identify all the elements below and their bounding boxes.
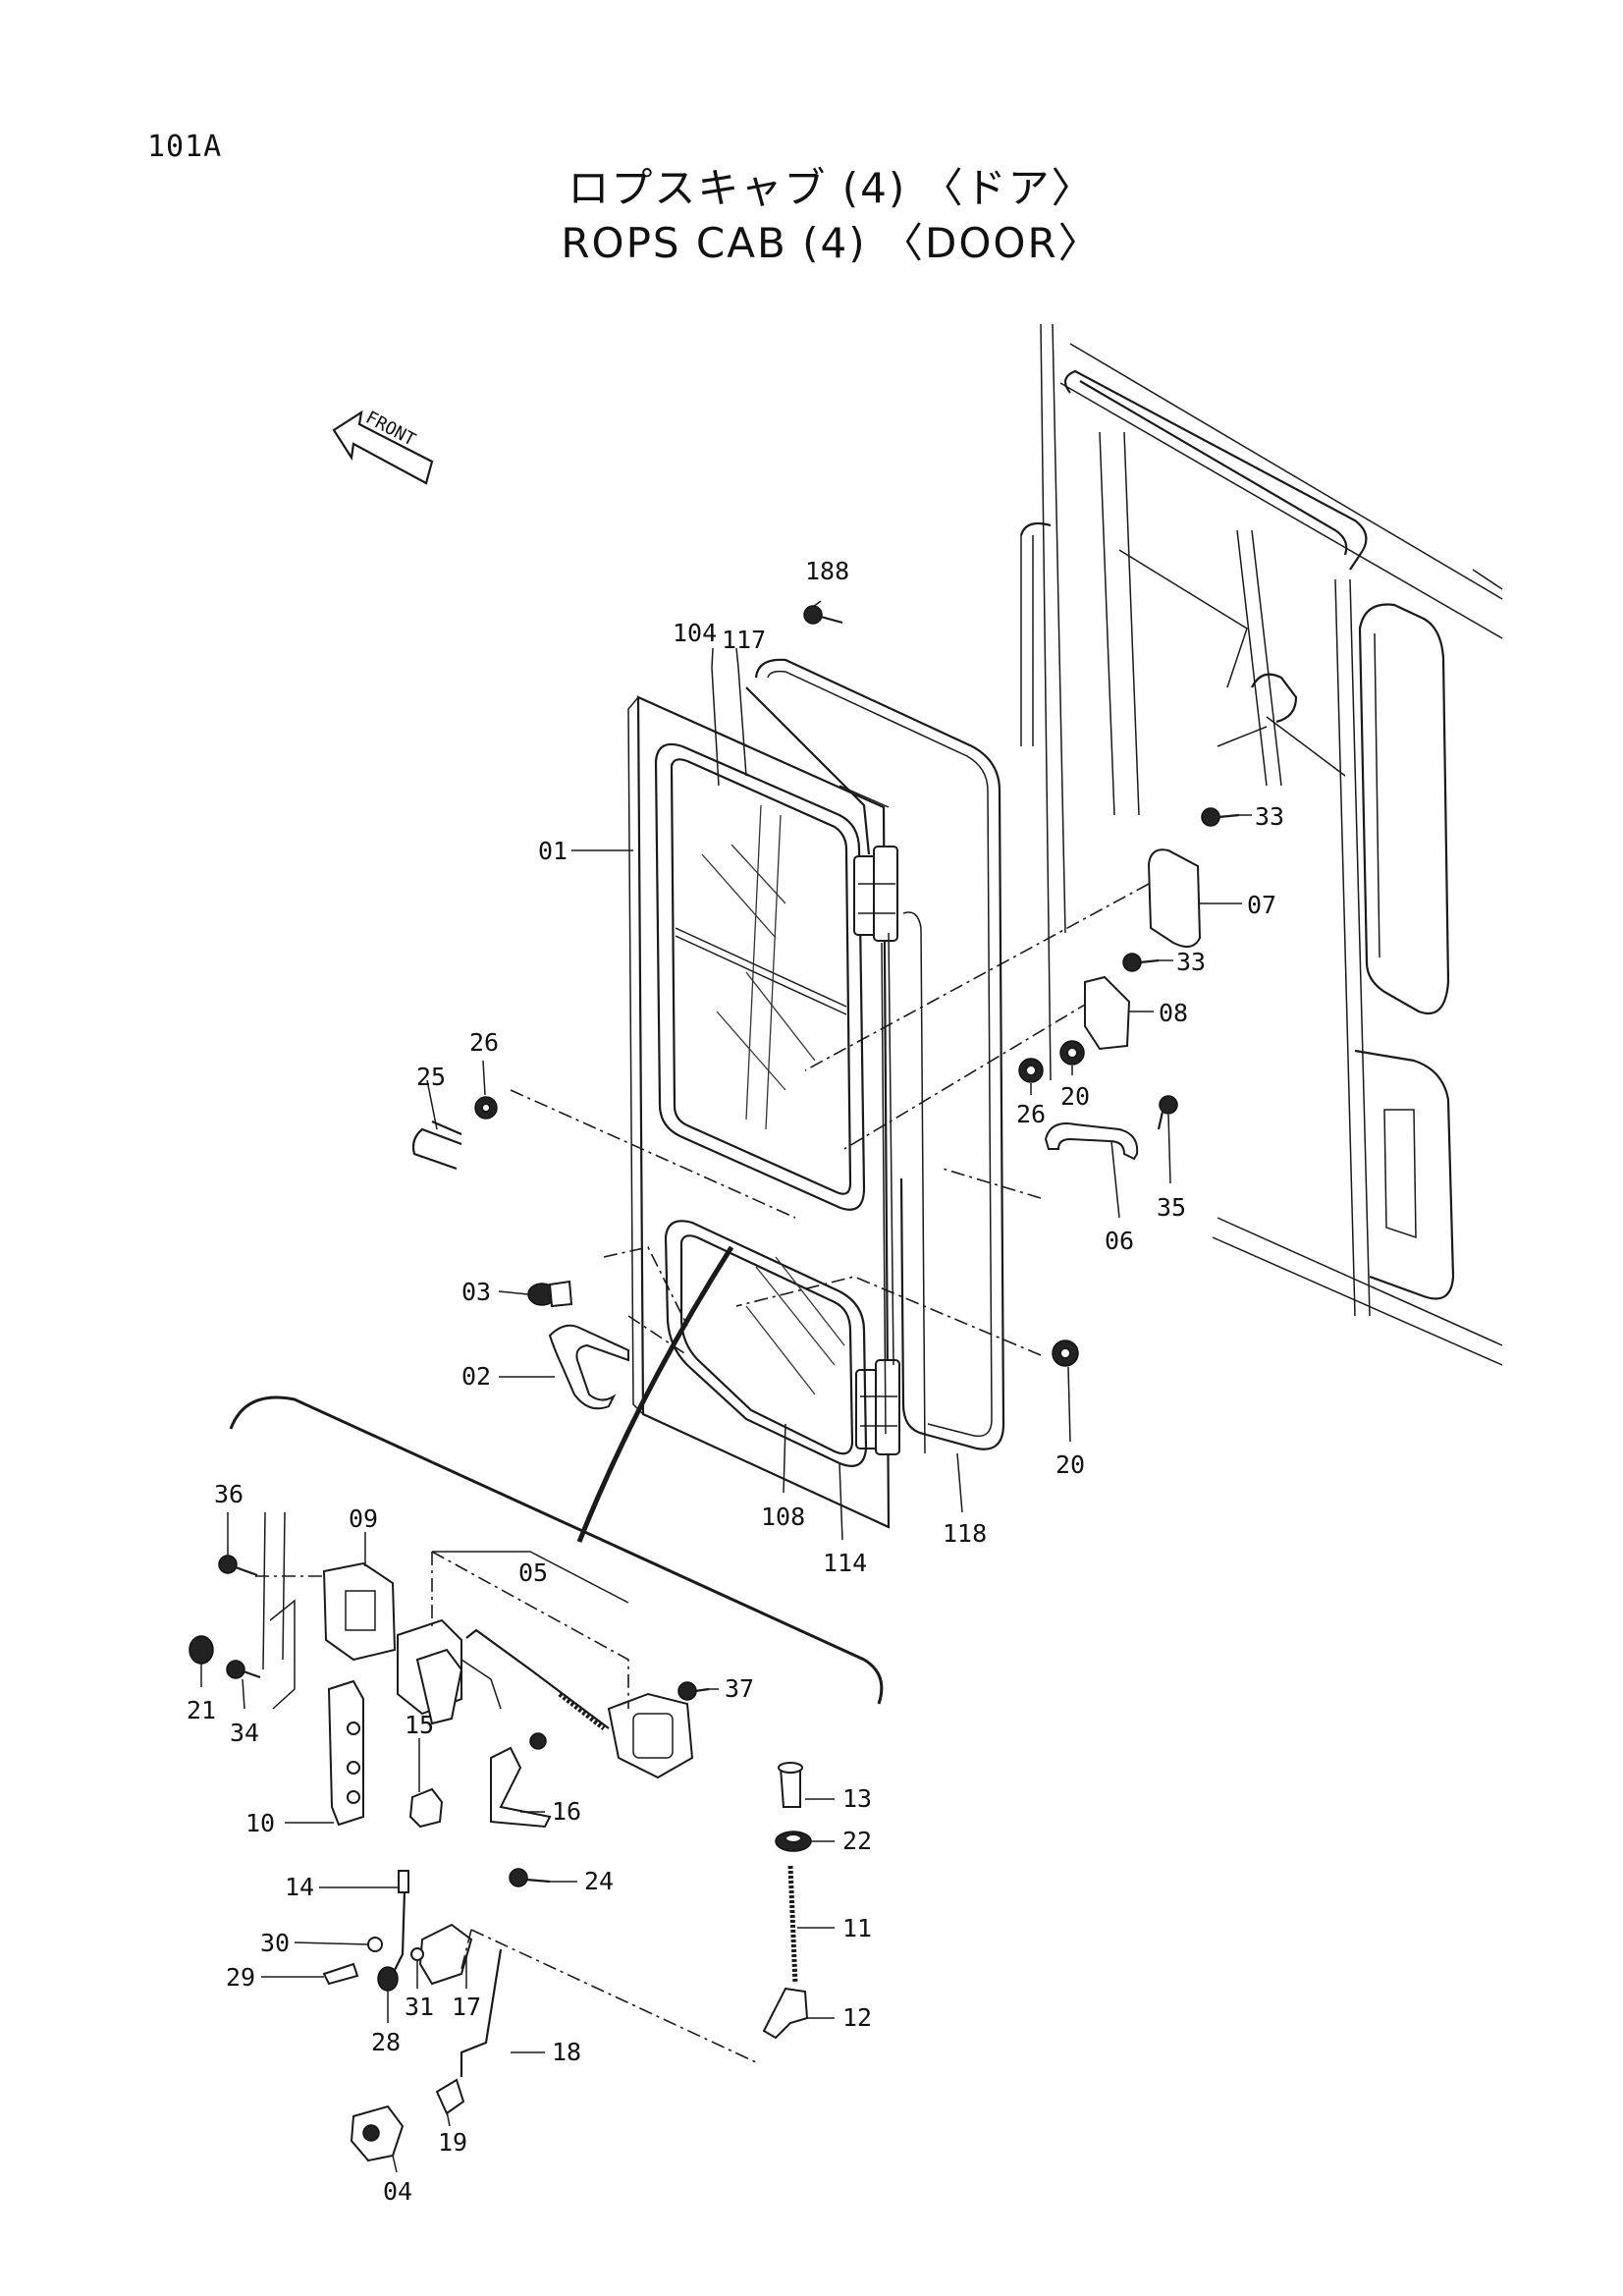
callout-29: 29 xyxy=(226,1963,255,1992)
callout-26-left: 26 xyxy=(469,1028,499,1057)
front-arrow-icon: FRONT xyxy=(332,408,434,485)
upper-window-glass xyxy=(654,742,866,1211)
detail-latch-assembly xyxy=(262,1511,694,2162)
callout-01: 01 xyxy=(538,837,568,865)
callout-16: 16 xyxy=(552,1797,581,1826)
callout-26-right: 26 xyxy=(1016,1100,1046,1128)
cab-frame xyxy=(1019,323,1503,1366)
lower-hinge xyxy=(855,1359,900,1455)
front-arrow-label: FRONT xyxy=(362,408,419,451)
callout-09: 09 xyxy=(349,1504,378,1533)
door-seal-118 xyxy=(754,658,1005,1450)
callout-117: 117 xyxy=(722,626,766,654)
callout-labels: 188 104 117 01 33 07 33 08 26 25 26 20 0… xyxy=(187,557,1284,2206)
callout-17: 17 xyxy=(452,1993,481,2021)
callout-12: 12 xyxy=(842,2003,872,2032)
callout-30: 30 xyxy=(260,1929,290,1957)
callout-03: 03 xyxy=(461,1278,491,1306)
title-english: ROPS CAB (4) 〈DOOR〉 xyxy=(561,219,1102,267)
callout-34: 34 xyxy=(230,1719,259,1747)
window-seal-117 xyxy=(745,686,871,855)
callout-33-upper: 33 xyxy=(1255,802,1284,831)
title-japanese: ロプスキャブ (4) 〈ドア〉 xyxy=(568,164,1095,212)
callout-188: 188 xyxy=(805,557,849,585)
callout-37: 37 xyxy=(725,1674,754,1703)
callout-05: 05 xyxy=(518,1558,548,1587)
callout-36: 36 xyxy=(214,1480,243,1508)
callout-06: 06 xyxy=(1105,1227,1134,1255)
callout-04: 04 xyxy=(383,2177,412,2206)
upper-hinge xyxy=(853,846,898,942)
callout-18: 18 xyxy=(552,2038,581,2066)
callout-02: 02 xyxy=(461,1362,491,1391)
callout-108: 108 xyxy=(761,1503,805,1531)
leader-lines xyxy=(200,600,1252,2173)
callout-14: 14 xyxy=(285,1873,314,1901)
callout-22: 22 xyxy=(842,1827,872,1855)
callout-20-upper: 20 xyxy=(1060,1082,1090,1111)
callout-114: 114 xyxy=(823,1549,867,1577)
callout-104: 104 xyxy=(673,619,717,647)
callout-31: 31 xyxy=(405,1993,434,2021)
callout-15: 15 xyxy=(405,1711,434,1739)
fasteners xyxy=(189,605,1240,2040)
callout-07: 07 xyxy=(1247,891,1276,919)
callout-21: 21 xyxy=(187,1696,216,1724)
callout-19: 19 xyxy=(438,2128,467,2157)
callout-13: 13 xyxy=(842,1784,872,1813)
callout-24: 24 xyxy=(584,1867,614,1895)
callout-118: 118 xyxy=(943,1519,987,1548)
callout-28: 28 xyxy=(371,2028,401,2056)
callout-33-lower: 33 xyxy=(1176,948,1206,976)
callout-08: 08 xyxy=(1159,999,1188,1027)
callout-10: 10 xyxy=(245,1809,275,1837)
callout-25: 25 xyxy=(416,1063,446,1091)
lower-window-glass xyxy=(664,1220,868,1467)
page-code: 101A xyxy=(147,130,223,164)
callout-11: 11 xyxy=(842,1914,872,1942)
detail-zoom-arc xyxy=(229,1395,884,1705)
callout-35: 35 xyxy=(1157,1193,1186,1222)
callout-20-lower: 20 xyxy=(1055,1450,1085,1479)
